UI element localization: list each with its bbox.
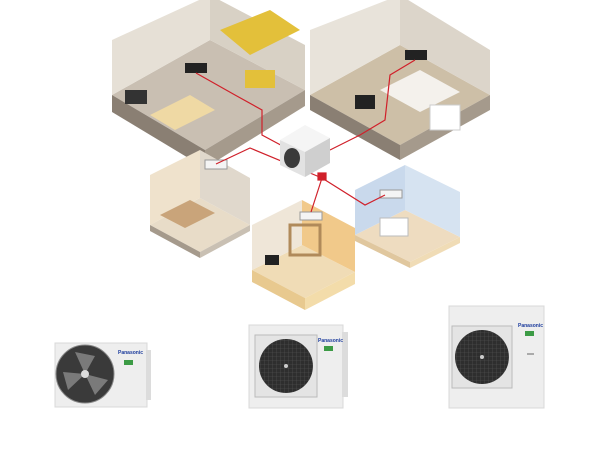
brand-logo: Panasonic: [318, 338, 343, 344]
brand-logo: Panasonic: [518, 323, 543, 329]
central-outdoor-unit: [280, 125, 330, 177]
indoor-unit: [405, 50, 427, 60]
badge: [324, 346, 333, 351]
indoor-unit: [379, 189, 403, 199]
indoor-unit: [185, 63, 207, 73]
brand-logo: Panasonic: [118, 350, 143, 356]
badge: [124, 360, 133, 365]
outdoor-unit-small: Panasonic: [54, 342, 151, 408]
room-living-kitchen: [112, 0, 305, 168]
badge: [525, 331, 534, 336]
outdoor-unit-medium: Panasonic: [248, 324, 348, 409]
room-kids: [252, 200, 355, 310]
room-bedroom-left: [150, 150, 250, 258]
room-bedroom-master: [310, 0, 490, 160]
outdoor-unit-large: Panasonic: [448, 305, 545, 409]
indoor-unit: [299, 211, 323, 221]
room-nursery: [355, 165, 460, 268]
indoor-unit: [204, 159, 228, 170]
